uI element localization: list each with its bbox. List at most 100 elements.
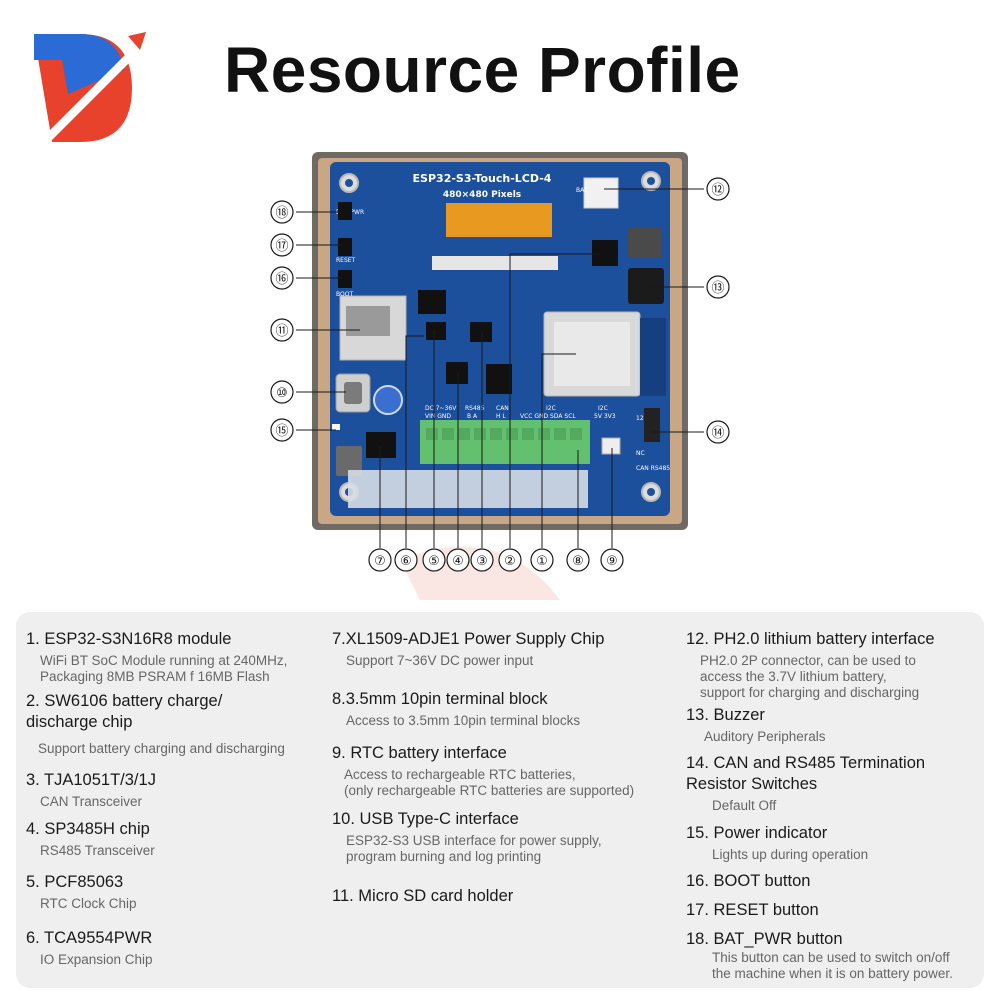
chip-sp3485: [446, 362, 468, 384]
feature-desc: support for charging and discharging: [700, 685, 920, 700]
callout-18: ⑱: [275, 206, 288, 221]
feature-title: discharge chip: [26, 713, 133, 731]
termination-dip-switch[interactable]: [644, 408, 660, 442]
feature-desc: Lights up during operation: [712, 847, 869, 862]
callout-circles: [270, 177, 730, 572]
silk-rs485-ab: B A: [467, 413, 478, 420]
silk-reset: RESET: [336, 257, 356, 264]
feature-desc: Auditory Peripherals: [704, 729, 826, 744]
feature-desc: (only rechargeable RTC batteries are sup…: [344, 783, 635, 798]
callout-17: ⑰: [275, 239, 288, 254]
silk-nc: NC: [636, 450, 645, 457]
feature-title: 5. PCF85063: [26, 873, 124, 891]
silk-i2c-pins: VCC GND SDA SCL: [520, 413, 576, 420]
feature-title: 12. PH2.0 lithium battery interface: [686, 630, 935, 648]
silk-i2c-5v-pins: 5V 3V3: [594, 413, 616, 420]
sd-card-slot: [346, 306, 390, 336]
callout-8: ⑧: [572, 554, 584, 569]
silk-120r: 120R: [636, 415, 652, 422]
feature-item: 5. PCF85063 RTC Clock Chip: [26, 872, 137, 912]
board-diagram: ESP32-S3-Touch-LCD-4 480×480 Pixels BAT …: [270, 152, 730, 600]
feature-item: 8.3.5mm 10pin terminal block Access to 3…: [332, 689, 580, 729]
board-name: ESP32-S3-Touch-LCD-4: [413, 172, 552, 185]
feature-desc: WiFi BT SoC Module running at 240MHz,: [40, 653, 288, 668]
feature-item: 17. RESET button: [686, 900, 819, 921]
callout-4: ④: [452, 554, 464, 569]
silk-i2c-5v: I2C: [598, 405, 608, 412]
callout-1: ①: [536, 554, 548, 569]
feature-title: 11. Micro SD card holder: [332, 887, 514, 905]
chip-xl1509: [366, 432, 396, 458]
feature-item: 16. BOOT button: [686, 871, 810, 892]
callout-9: ⑨: [606, 554, 618, 569]
feature-title: 18. BAT_PWR button: [686, 930, 843, 948]
feature-title: 3. TJA1051T/3/1J: [26, 771, 156, 789]
callout-13: ⑬: [711, 281, 724, 296]
feature-desc: ESP32-S3 USB interface for power supply,: [346, 833, 602, 848]
callout-12: ⑫: [711, 183, 724, 198]
feature-title: 6. TCA9554PWR: [26, 929, 153, 947]
feature-item: 1. ESP32-S3N16R8 module WiFi BT SoC Modu…: [26, 629, 287, 685]
callout-3: ③: [476, 554, 488, 569]
boot-button[interactable]: [338, 270, 352, 288]
bat-label: BAT: [576, 187, 588, 194]
feature-desc: CAN Transceiver: [40, 794, 143, 809]
callout-2: ②: [504, 554, 516, 569]
feature-desc: Support 7~36V DC power input: [346, 653, 534, 668]
rtc-battery-connector: [601, 437, 621, 455]
silk-boot: BOOT: [336, 291, 353, 298]
feature-item: 11. Micro SD card holder: [332, 886, 513, 907]
feature-title: 7.XL1509-ADJE1 Power Supply Chip: [332, 630, 605, 648]
feature-title: 2. SW6106 battery charge/: [26, 692, 223, 710]
feature-item: 4. SP3485H chip RS485 Transceiver: [26, 819, 155, 859]
silk-i2c: I2C: [546, 405, 556, 412]
feature-item: 7.XL1509-ADJE1 Power Supply Chip Support…: [332, 629, 604, 669]
feature-item: 14. CAN and RS485 Termination Resistor S…: [686, 753, 925, 814]
power-led: [332, 424, 340, 430]
page-title: Resource Profile: [224, 34, 741, 106]
feature-title: 9. RTC battery interface: [332, 744, 507, 762]
feature-title: 13. Buzzer: [686, 706, 765, 724]
chip-tja1051: [470, 322, 492, 342]
ph2-battery-connector: [583, 177, 619, 209]
bat-pwr-button[interactable]: [338, 202, 352, 220]
feature-desc: program burning and log printing: [346, 849, 542, 864]
fpc-cable: [446, 203, 552, 237]
callout-11: ⑪: [275, 324, 288, 339]
feature-desc: Access to 3.5mm 10pin terminal blocks: [346, 713, 581, 728]
feature-desc: RTC Clock Chip: [40, 896, 137, 911]
callout-15: ⑮: [275, 424, 288, 439]
chip-small: [486, 364, 512, 394]
terminal-screws: [426, 428, 582, 440]
feature-title: 8.3.5mm 10pin terminal block: [332, 690, 548, 708]
reset-button[interactable]: [338, 238, 352, 256]
feature-item: 2. SW6106 battery charge/ discharge chip…: [26, 691, 285, 757]
callout-7: ⑦: [374, 554, 386, 569]
feature-title: 14. CAN and RS485 Termination: [686, 754, 926, 772]
feature-desc: Packaging 8MB PSRAM f 16MB Flash: [40, 669, 270, 684]
board-silkscreen-area: [348, 470, 588, 508]
callout-5: ⑤: [428, 554, 440, 569]
chip-tca9554: [418, 290, 446, 314]
board-resolution: 480×480 Pixels: [443, 190, 521, 200]
feature-desc: RS485 Transceiver: [40, 843, 155, 858]
feature-desc: the machine when it is on battery power.: [712, 966, 953, 981]
feature-title: 16. BOOT button: [686, 872, 811, 890]
feature-title: 17. RESET button: [686, 901, 819, 919]
feature-item: 18. BAT_PWR button This button can be us…: [686, 929, 953, 982]
feature-item: 13. Buzzer Auditory Peripherals: [686, 705, 826, 745]
brand-logo: [34, 32, 146, 142]
buzzer: [628, 268, 664, 304]
feature-item: 10. USB Type-C interface ESP32-S3 USB in…: [332, 809, 602, 865]
feature-title: 15. Power indicator: [686, 824, 828, 842]
callout-10: ⑩: [276, 386, 288, 401]
usb-c-port: [344, 382, 362, 404]
silk-rs485: RS485: [465, 405, 485, 412]
battery-charge-chip: [592, 240, 618, 266]
feature-desc: This button can be used to switch on/off: [712, 950, 950, 965]
feature-item: 6. TCA9554PWR IO Expansion Chip: [26, 928, 153, 968]
feature-title: 1. ESP32-S3N16R8 module: [26, 630, 232, 648]
feature-item: 12. PH2.0 lithium battery interface PH2.…: [686, 629, 935, 701]
feature-desc: access the 3.7V lithium battery,: [700, 669, 887, 684]
callout-16: ⑯: [275, 272, 288, 287]
